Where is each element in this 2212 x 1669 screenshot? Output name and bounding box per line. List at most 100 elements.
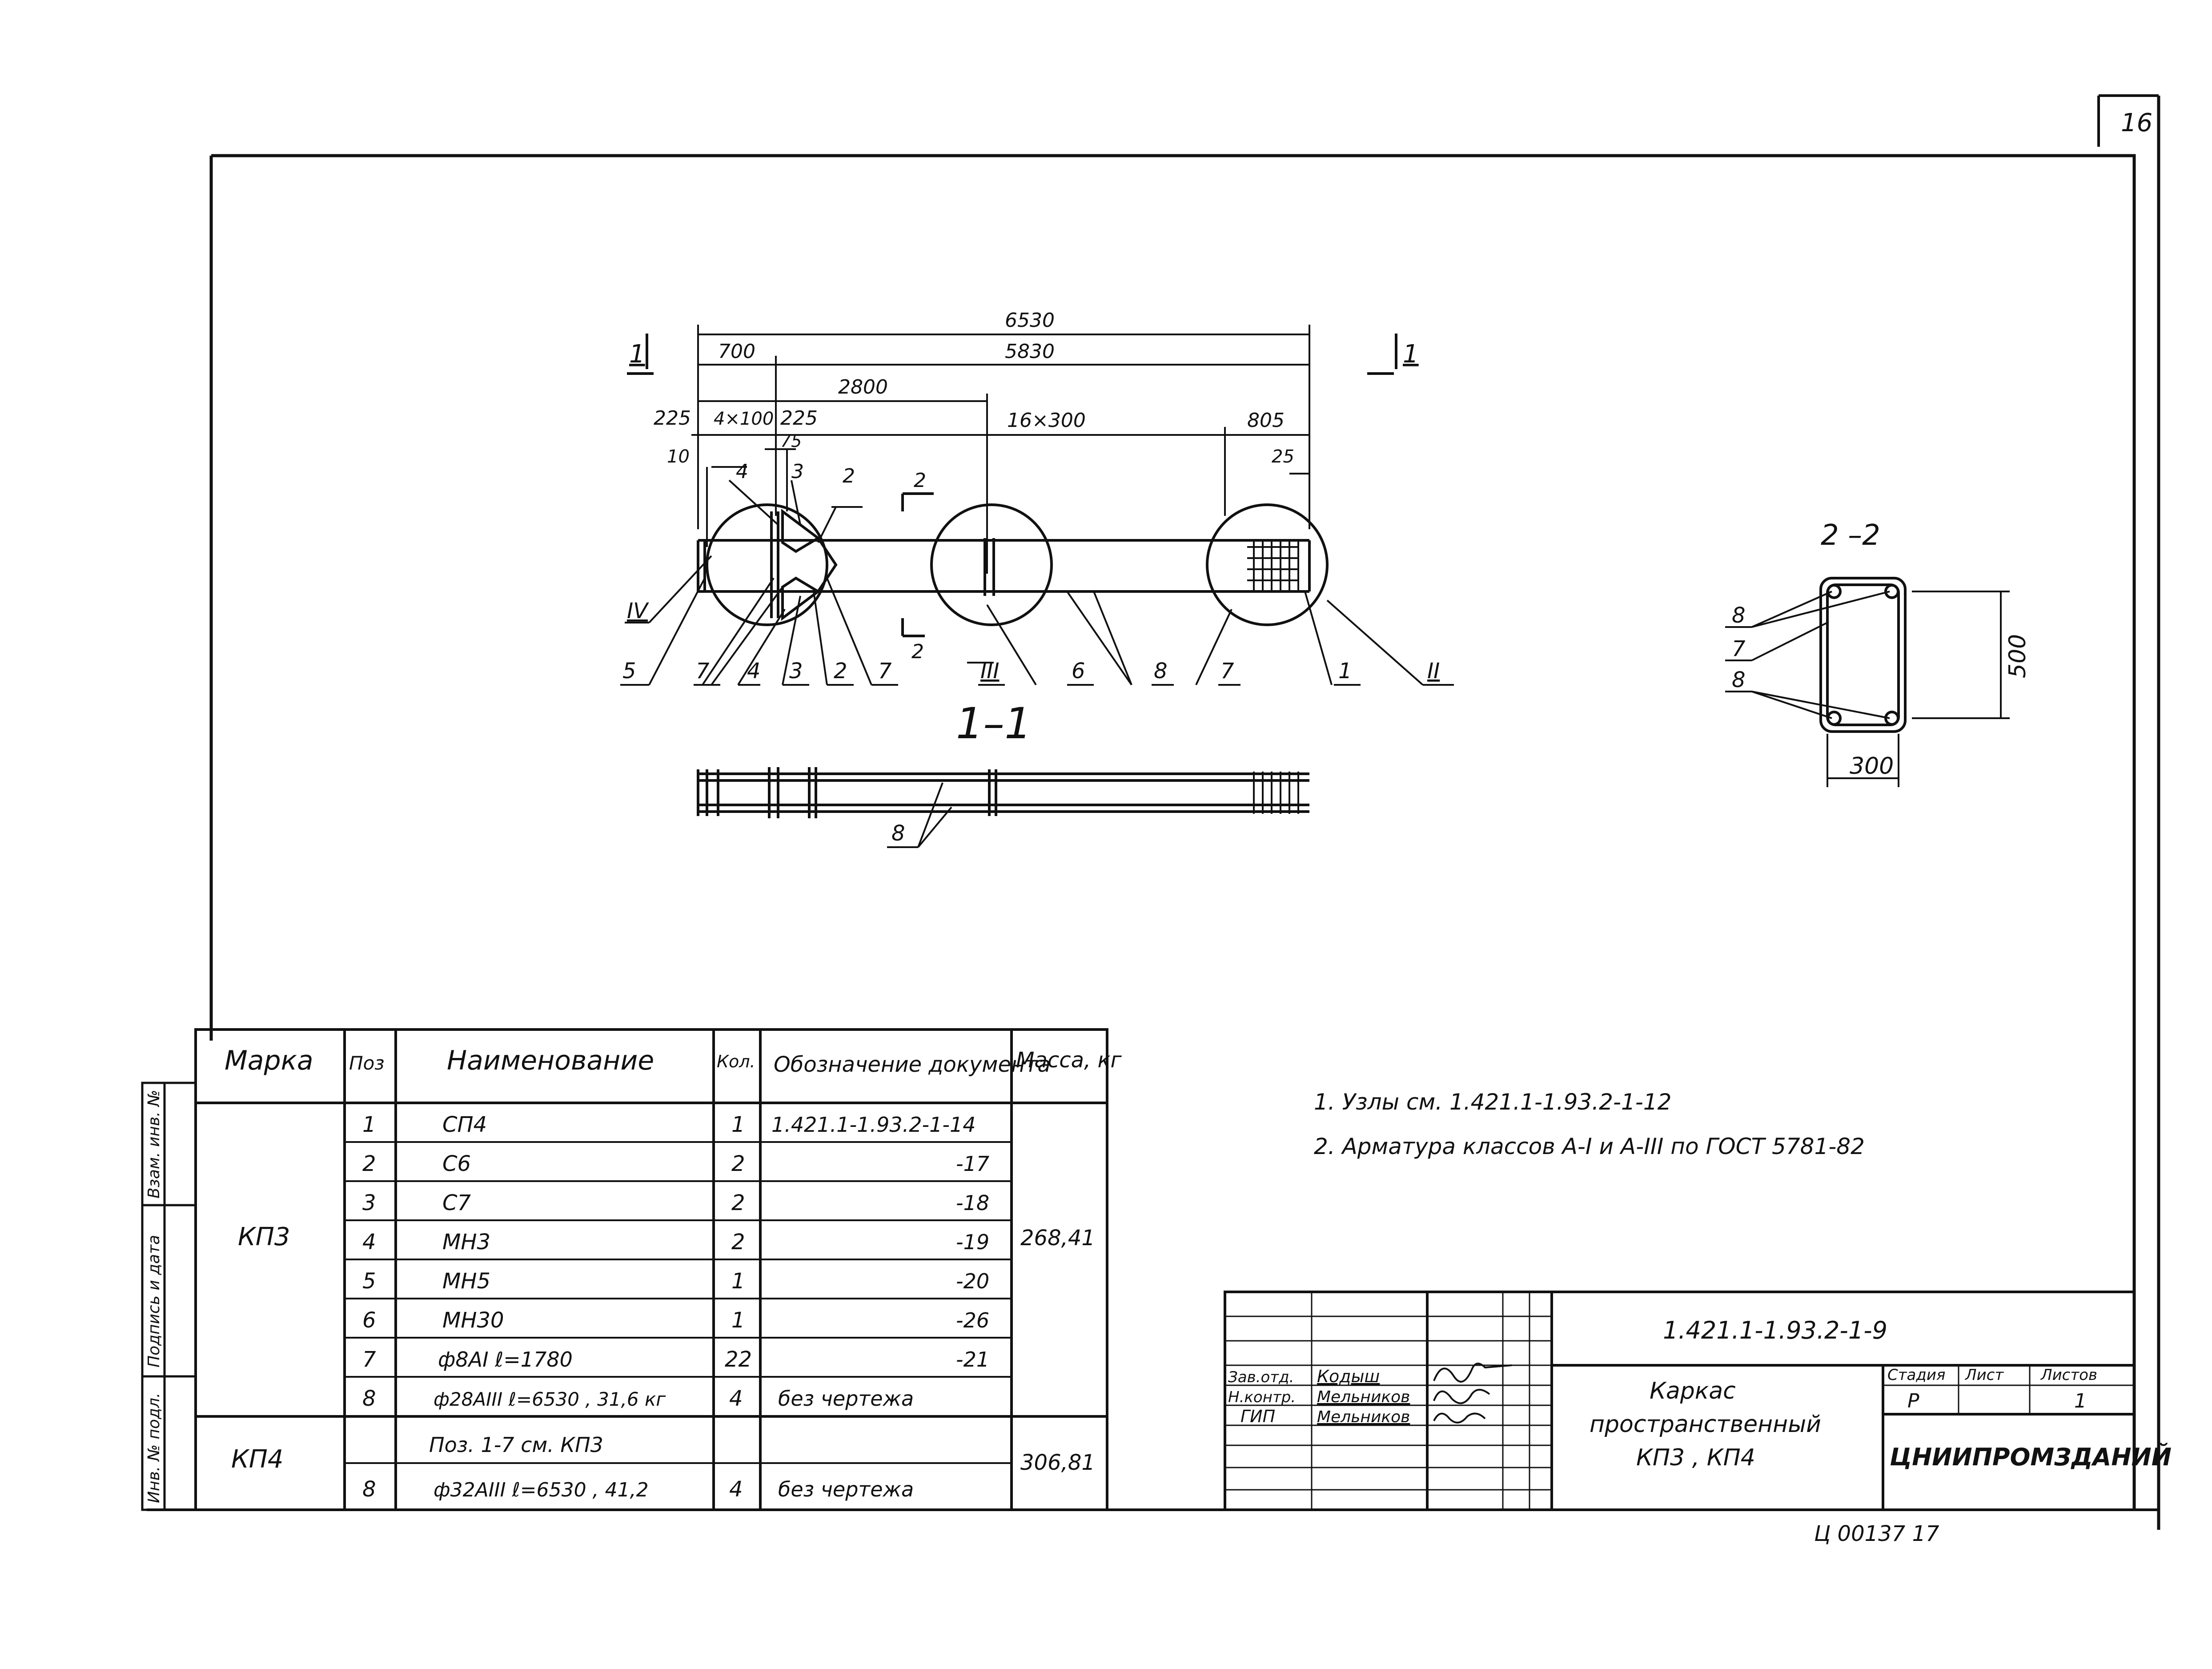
row-doc: -19 [956,1230,989,1254]
stage-value: Р [1907,1390,1919,1412]
cut-mark-1-right: 1 [1403,340,1419,369]
dim-700: 700 [718,340,755,363]
row-name: ф32АIII ℓ=6530 , 41,2 [434,1479,649,1501]
section-2-2-title: 2 –2 [1821,519,1880,552]
table-row: 7 ф8АI ℓ=1780 22 -21 [362,1347,989,1372]
doc-code: 1.421.1-1.93.2-1-9 [1663,1316,1887,1344]
stamp-inv-no: Инв. № подл. [145,1393,163,1503]
dim-225-left: 225 [654,407,691,430]
dim-4x100: 4×100 [714,409,774,429]
row-doc: -26 [956,1308,989,1332]
table-row: 6 МН30 1 -26 [362,1308,989,1333]
row-pos: 8 [362,1386,376,1411]
role-head: Зав.отд. [1228,1368,1294,1386]
callout-top-3: 3 [791,460,804,483]
mass-kp3: 268,41 [1020,1226,1095,1251]
table-row: 8 ф32АIII ℓ=6530 , 41,2 4 без чертежа [362,1477,914,1502]
dim-10: 10 [667,446,690,467]
row-name: МН5 [442,1269,490,1294]
footer-code: Ц 00137 17 [1814,1521,1939,1546]
dim-225-mid: 225 [780,407,818,430]
row-pos: 5 [362,1269,376,1294]
row-qty: 4 [729,1386,743,1411]
header-mark: Марка [225,1045,313,1076]
row-pos: 8 [362,1477,376,1502]
dim-6530: 6530 [1005,309,1055,332]
row-qty: 2 [731,1230,745,1255]
mass-kp4: 306,81 [1020,1450,1095,1475]
row-pos: 6 [362,1308,376,1333]
node-IV-label: IV [627,599,649,623]
table-row: 8 ф28АIII ℓ=6530 , 31,6 кг 4 без чертежа [362,1386,914,1411]
row-pos: 3 [362,1190,376,1215]
row-qty: 1 [731,1269,745,1294]
dim-5830: 5830 [1005,340,1055,363]
row-doc: 1.421.1-1.93.2-1-14 [771,1113,976,1137]
row-qty: 4 [729,1477,743,1502]
row-pos: 4 [362,1230,376,1255]
callout-7a: 7 [696,659,710,684]
section-1-1-callout-8: 8 [891,821,905,846]
node-II-label: II [1427,659,1440,684]
row-name: МН3 [442,1230,490,1255]
row-pos: 2 [362,1151,376,1176]
row-qty: 1 [731,1308,745,1333]
sheet-number: 16 [2121,109,2152,137]
stamp-signature: Подпись и дата [145,1235,163,1367]
table-row: 2 С6 2 -17 [362,1151,989,1176]
section-2-2-view: 2 –2 500 300 8 7 8 [1725,519,2031,787]
callout-top-2: 2 [843,465,855,487]
dim-16x300: 16×300 [1007,409,1086,432]
callout-1: 1 [1338,659,1352,684]
row-name: ф8АI ℓ=1780 [438,1347,573,1371]
section-2-2-dim-300: 300 [1850,753,1894,780]
title-line-3: КП3 , КП4 [1636,1444,1755,1471]
callout-top-4: 4 [736,460,748,483]
row-name: СП4 [442,1112,487,1137]
row-qty: 22 [725,1347,752,1372]
callout-7c: 7 [1220,659,1234,684]
cut-mark-2-top: 2 [914,469,926,492]
note-1: 1. Узлы см. 1.421.1-1.93.2-1-12 [1314,1089,1671,1115]
row-doc: без чертежа [778,1387,914,1411]
sheets-header: Листов [2040,1366,2097,1384]
row-doc: -21 [956,1347,989,1371]
section-2-2-callout-8a: 8 [1732,603,1746,628]
table-row: 4 МН3 2 -19 [362,1230,989,1255]
section-1-1-title: 1–1 [956,699,1032,748]
callout-7b: 7 [878,659,892,684]
mark-kp3: КП3 [238,1223,290,1251]
callout-3: 3 [789,659,803,684]
name-head: Кодыш [1317,1367,1380,1386]
callout-4: 4 [747,659,761,684]
sheet-header: Лист [1964,1366,2004,1384]
table-row: Поз. 1-7 см. КП3 [429,1433,603,1457]
stamp-replace-inv: Взам. инв. № [145,1090,163,1198]
row-qty: 2 [731,1151,745,1176]
role-norm-control: Н.контр. [1228,1388,1296,1406]
table-row: 5 МН5 1 -20 [362,1269,989,1294]
section-2-2-callout-7: 7 [1732,636,1746,661]
section-2-2-dim-500: 500 [2004,634,2031,678]
callout-5: 5 [622,659,636,684]
organization: ЦНИИПРОМЗДАНИЙ [1890,1443,2172,1471]
role-gip: ГИП [1240,1407,1275,1426]
dim-805: 805 [1247,409,1285,432]
table-row: 3 С7 2 -18 [362,1190,989,1215]
dim-2800: 2800 [838,376,888,398]
header-name: Наименование [447,1045,654,1076]
dim-75: 75 [780,431,802,451]
elevation-view: 6530 700 5830 2800 225 4×100 225 16×300 … [620,309,1454,686]
title-block: 1.421.1-1.93.2-1-9 Каркас пространственн… [1224,1291,2172,1511]
row-doc: -18 [956,1191,989,1215]
row-doc: без чертежа [778,1477,914,1501]
header-doc: Обозначение документа [774,1052,1051,1077]
row-pos: 7 [362,1347,376,1372]
mark-kp4: КП4 [231,1445,284,1474]
section-1-1-view: 1–1 8 [697,699,1309,848]
note-2: 2. Арматура классов А-I и А-III по ГОСТ … [1314,1134,1865,1159]
callout-8: 8 [1154,659,1168,684]
header-qty: Кол. [717,1052,755,1071]
cut-mark-2-bottom: 2 [911,640,924,663]
